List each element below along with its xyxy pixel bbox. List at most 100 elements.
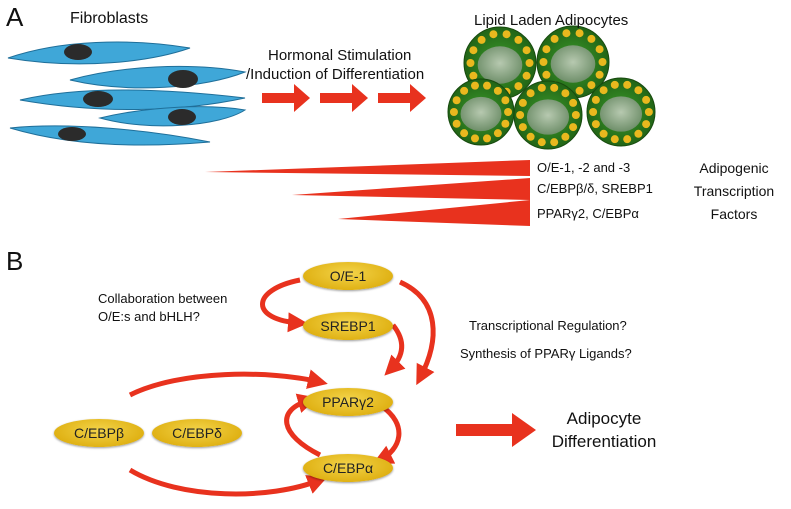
lipid-granule bbox=[610, 80, 619, 89]
lipid-granule bbox=[595, 45, 604, 54]
fibroblasts-title: Fibroblasts bbox=[70, 10, 149, 27]
lipid-granule bbox=[539, 58, 548, 66]
node-pparg2: PPARγ2 bbox=[303, 388, 393, 416]
node-srebp1: SREBP1 bbox=[303, 312, 393, 340]
lipid-granule bbox=[599, 86, 608, 95]
wedge-label-oe: O/E-1, -2 and -3 bbox=[537, 160, 631, 175]
lipid-droplet bbox=[550, 45, 596, 83]
node-cebpb: C/EBPβ bbox=[54, 419, 144, 447]
tf-caption-1: Adipogenic bbox=[699, 160, 769, 176]
lipid-granule bbox=[526, 89, 535, 98]
panel-label-a: A bbox=[6, 2, 24, 32]
outcome-arrow bbox=[456, 413, 536, 447]
outcome-line2: Differentiation bbox=[551, 432, 657, 451]
lipid-granule bbox=[522, 46, 531, 55]
synthesis-label: Synthesis of PPARγ Ligands? bbox=[460, 346, 632, 361]
lipid-granule bbox=[477, 35, 486, 44]
adipocyte-cells bbox=[447, 25, 656, 150]
lipid-granule bbox=[542, 70, 551, 79]
lipid-granule bbox=[589, 108, 598, 116]
lipid-granule bbox=[502, 30, 511, 39]
lipid-granule bbox=[550, 138, 559, 147]
tf-wedges bbox=[205, 160, 530, 226]
wedge-label-cebpb: C/EBPβ/δ, SREBP1 bbox=[537, 181, 653, 196]
lipid-granule bbox=[569, 98, 578, 107]
lipid-granule bbox=[642, 120, 651, 129]
lipid-granule bbox=[575, 86, 584, 95]
lipid-droplet bbox=[460, 96, 502, 132]
lipid-granule bbox=[623, 135, 632, 144]
lipid-granule bbox=[587, 81, 596, 90]
lipid-granule bbox=[569, 123, 578, 132]
lipid-granule bbox=[634, 129, 643, 138]
lipid-granule bbox=[514, 35, 523, 44]
stimulation-line1: Hormonal Stimulation bbox=[268, 47, 412, 64]
lipid-granule bbox=[542, 45, 551, 54]
lipid-granule bbox=[466, 59, 475, 67]
lipid-granule bbox=[489, 30, 498, 39]
stimulation-line2: /Induction of Differentiation bbox=[246, 66, 425, 83]
regulation-arrows bbox=[128, 277, 436, 497]
lipid-granule bbox=[634, 86, 643, 95]
lipid-granule bbox=[623, 80, 632, 89]
wedge-label-ppar: PPARγ2, C/EBPα bbox=[537, 206, 639, 221]
lipid-droplet bbox=[477, 46, 523, 84]
lipid-granule bbox=[470, 134, 479, 143]
lipid-granule bbox=[518, 123, 527, 132]
lipid-granule bbox=[469, 71, 478, 80]
lipid-granule bbox=[526, 132, 535, 141]
lipid-granule bbox=[449, 108, 458, 116]
lipid-granule bbox=[493, 86, 502, 95]
fibroblast-cells bbox=[7, 41, 247, 146]
node-cebpd: C/EBPδ bbox=[152, 419, 242, 447]
lipid-granule bbox=[470, 81, 479, 90]
lipid-granule bbox=[610, 135, 619, 144]
lipid-granule bbox=[595, 70, 604, 79]
tf-caption-2: Transcription bbox=[693, 183, 775, 199]
lipid-granule bbox=[598, 58, 607, 66]
lipid-granule bbox=[644, 108, 653, 116]
lipid-granule bbox=[571, 111, 580, 119]
lipid-granule bbox=[550, 34, 559, 43]
lipid-granule bbox=[561, 89, 570, 98]
node-oe1: O/E-1 bbox=[303, 262, 393, 290]
lipid-granule bbox=[587, 34, 596, 43]
lipid-granule bbox=[599, 129, 608, 138]
lipid-granule bbox=[642, 95, 651, 104]
outcome-line1: Adipocyte bbox=[566, 409, 642, 428]
lipid-granule bbox=[591, 95, 600, 104]
lipid-granule bbox=[561, 132, 570, 141]
panel-label-b: B bbox=[6, 246, 24, 276]
tf-caption-3: Factors bbox=[710, 206, 758, 222]
lipid-granule bbox=[518, 98, 527, 107]
stimulation-arrows bbox=[262, 84, 426, 112]
lipid-granule bbox=[501, 119, 510, 128]
lipid-granule bbox=[460, 86, 469, 95]
lipid-granule bbox=[516, 111, 525, 119]
lipid-granule bbox=[452, 119, 461, 128]
collab-line1: Collaboration between bbox=[98, 291, 228, 306]
lipid-granule bbox=[575, 29, 584, 38]
lipid-granule bbox=[537, 83, 546, 92]
lipid-granule bbox=[537, 138, 546, 147]
lipid-granule bbox=[452, 96, 461, 105]
lipid-droplet bbox=[526, 99, 570, 135]
lipid-granule bbox=[483, 81, 492, 90]
collab-line2: O/E:s and bHLH? bbox=[98, 309, 200, 324]
lipid-granule bbox=[504, 108, 513, 116]
lipid-granule bbox=[591, 120, 600, 129]
lipid-droplet bbox=[599, 96, 643, 132]
lipid-granule bbox=[501, 96, 510, 105]
lipid-granule bbox=[460, 129, 469, 138]
lipid-granule bbox=[522, 71, 531, 80]
node-cebpa: C/EBPα bbox=[303, 454, 393, 482]
lipid-granule bbox=[514, 82, 523, 91]
lipid-granule bbox=[469, 46, 478, 55]
lipid-granule bbox=[562, 29, 571, 38]
lipid-granule bbox=[483, 134, 492, 143]
lipid-granule bbox=[493, 129, 502, 138]
adipocytes-title: Lipid Laden Adipocytes bbox=[474, 12, 629, 29]
lipid-granule bbox=[525, 59, 534, 67]
transcr-reg-label: Transcriptional Regulation? bbox=[469, 318, 627, 333]
